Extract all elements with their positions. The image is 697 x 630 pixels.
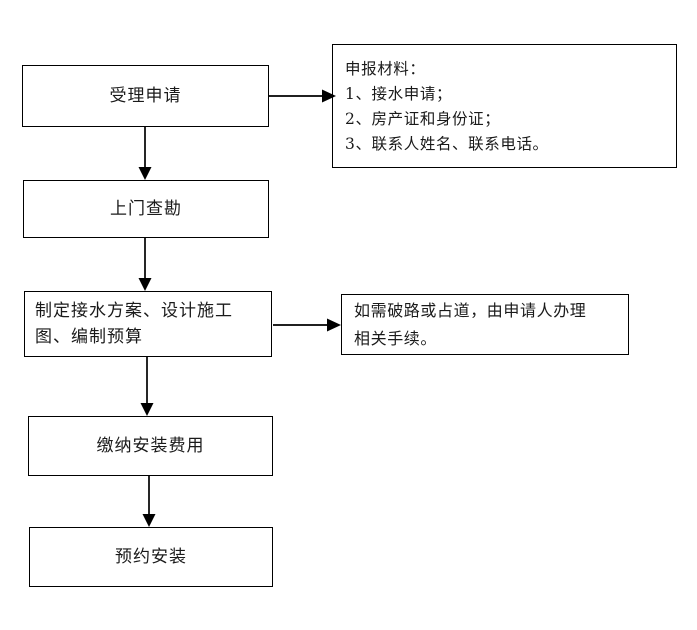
- flow-node-step-3-text: 制定接水方案、设计施工 图、编制预算: [35, 298, 233, 351]
- flow-node-step-3-line-1: 制定接水方案、设计施工: [35, 300, 233, 321]
- arrow-step2-to-step3: [138, 238, 152, 291]
- note-road: 如需破路或占道，由申请人办理 相关手续。: [341, 294, 629, 355]
- flow-node-step-4[interactable]: 缴纳安装费用: [28, 416, 273, 476]
- flow-node-step-5-label: 预约安装: [115, 546, 187, 567]
- flow-node-step-3[interactable]: 制定接水方案、设计施工 图、编制预算: [24, 291, 272, 357]
- flow-node-step-2-label: 上门查勘: [110, 198, 182, 219]
- note-road-line-2: 相关手续。: [354, 328, 438, 348]
- arrow-step3-to-note-road: [273, 318, 341, 332]
- flow-node-step-2[interactable]: 上门查勘: [23, 180, 269, 238]
- note-materials: 申报材料： 1、接水申请； 2、房产证和身份证； 3、联系人姓名、联系电话。: [332, 44, 677, 168]
- note-materials-line-3: 2、房产证和身份证；: [345, 110, 501, 128]
- flow-node-step-3-line-2: 图、编制预算: [35, 327, 143, 347]
- flow-node-step-1[interactable]: 受理申请: [22, 65, 269, 127]
- arrow-step4-to-step5: [142, 476, 156, 527]
- note-materials-line-4: 3、联系人姓名、联系电话。: [345, 135, 549, 154]
- flow-node-step-1-label: 受理申请: [109, 85, 182, 106]
- arrow-step3-to-step4: [140, 357, 154, 416]
- note-road-line-1: 如需破路或占道，由申请人办理: [354, 301, 587, 321]
- note-materials-line-2: 1、接水申请；: [345, 84, 453, 103]
- flow-node-step-4-label: 缴纳安装费用: [96, 435, 205, 456]
- arrow-step1-to-step2: [138, 127, 152, 180]
- arrow-step1-to-note-materials: [269, 89, 336, 103]
- note-materials-line-1: 申报材料：: [345, 59, 426, 78]
- flow-node-step-5[interactable]: 预约安装: [29, 527, 273, 587]
